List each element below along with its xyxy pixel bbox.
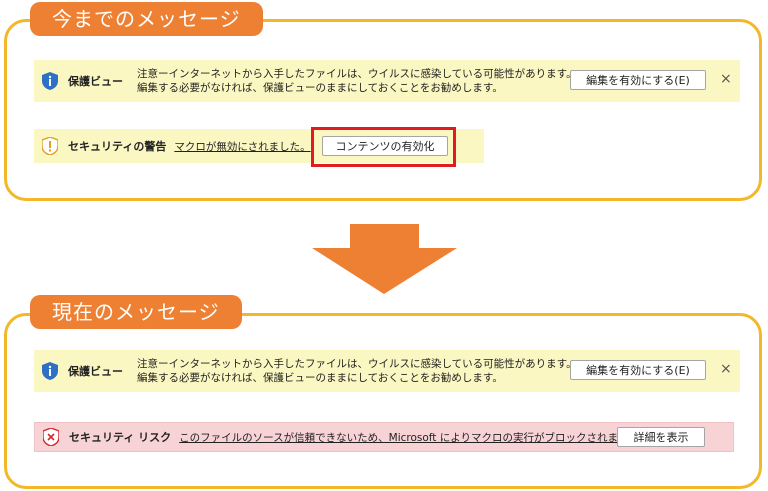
current-messages-panel — [4, 313, 762, 489]
macro-disabled-link[interactable]: マクロが無効にされました。 — [174, 140, 311, 153]
warning-shield-icon — [42, 137, 58, 155]
current-messages-tab: 現在のメッセージ — [30, 295, 242, 329]
blue-shield-icon — [42, 72, 58, 90]
security-risk-bar: セキュリティ リスク このファイルのソースが信頼できないため、Microsoft… — [34, 422, 734, 452]
new-protected-view-bar: 保護ビュー 注意ーインターネットから入手したファイルは、ウイルスに感染している可… — [34, 350, 740, 392]
show-details-button[interactable]: 詳細を表示 — [617, 427, 705, 447]
protected-view-title: 保護ビュー — [68, 365, 123, 378]
old-messages-panel — [4, 19, 762, 201]
enable-editing-button[interactable]: 編集を有効にする(E) — [570, 360, 706, 380]
enable-content-button[interactable]: コンテンツの有効化 — [322, 136, 448, 156]
enable-editing-button[interactable]: 編集を有効にする(E) — [570, 70, 706, 90]
close-icon[interactable]: × — [720, 71, 732, 87]
blue-shield-icon — [42, 362, 58, 380]
close-icon[interactable]: × — [720, 361, 732, 377]
old-security-warning-bar: セキュリティの警告 マクロが無効にされました。 コンテンツの有効化 — [34, 129, 484, 163]
down-arrow-icon — [312, 224, 457, 294]
old-protected-view-bar: 保護ビュー 注意ーインターネットから入手したファイルは、ウイルスに感染している可… — [34, 60, 740, 102]
red-x-shield-icon — [43, 428, 59, 446]
message-line-2: 編集する必要がなければ、保護ビューのままにしておくことをお勧めします。 — [137, 372, 503, 384]
security-risk-title: セキュリティ リスク — [69, 431, 172, 444]
old-messages-tab: 今までのメッセージ — [30, 2, 263, 36]
highlight-box — [311, 127, 456, 167]
message-line-2: 編集する必要がなければ、保護ビューのままにしておくことをお勧めします。 — [137, 82, 503, 94]
security-warning-title: セキュリティの警告 — [68, 140, 167, 153]
message-line-1: 注意ーインターネットから入手したファイルは、ウイルスに感染している可能性がありま… — [137, 68, 577, 80]
message-line-1: 注意ーインターネットから入手したファイルは、ウイルスに感染している可能性がありま… — [137, 358, 577, 370]
protected-view-message: 注意ーインターネットから入手したファイルは、ウイルスに感染している可能性がありま… — [137, 67, 577, 95]
protected-view-title: 保護ビュー — [68, 75, 123, 88]
macro-blocked-link[interactable]: このファイルのソースが信頼できないため、Microsoft によりマクロの実行が… — [179, 431, 650, 444]
protected-view-message: 注意ーインターネットから入手したファイルは、ウイルスに感染している可能性がありま… — [137, 357, 577, 385]
